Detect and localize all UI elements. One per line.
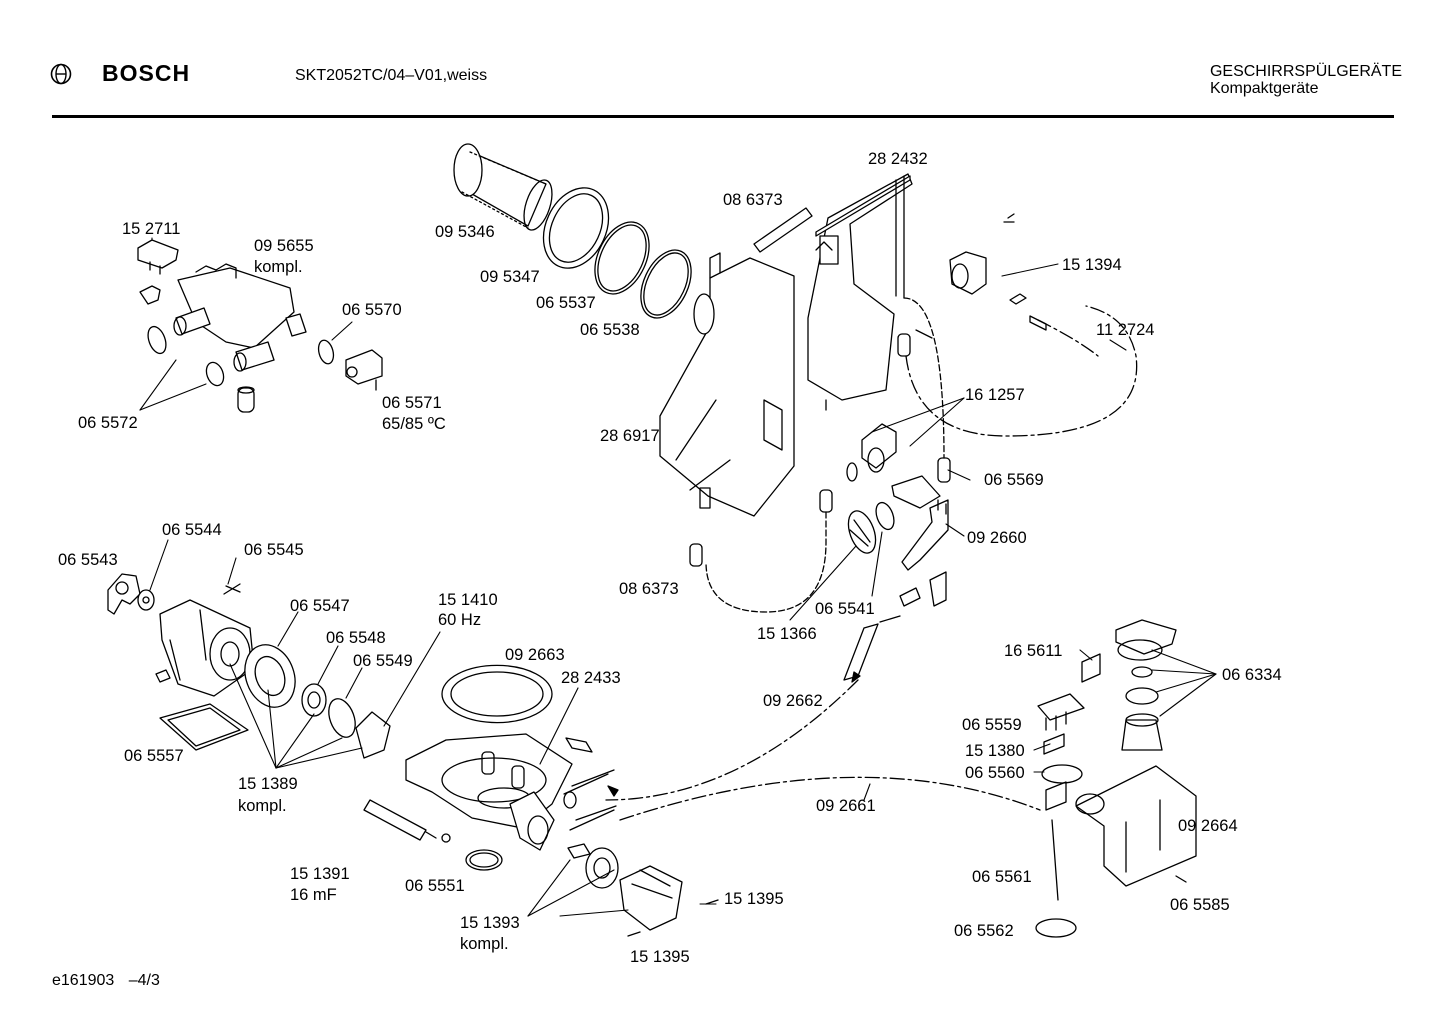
label-282432: 28 2432	[868, 150, 928, 168]
leader-lines-top-left	[139, 237, 353, 411]
label-151394: 15 1394	[1062, 256, 1122, 274]
label-065544: 06 5544	[162, 521, 222, 539]
footer: e161903 –4/3	[52, 972, 160, 990]
label-092660: 09 2660	[967, 529, 1027, 547]
label-065537: 06 5537	[536, 294, 596, 312]
label-065560: 06 5560	[965, 764, 1025, 782]
category-subtitle: Kompaktgeräte	[1209, 80, 1319, 97]
label-286917: 28 6917	[600, 427, 660, 445]
brand-logo: BOSCH	[50, 60, 190, 87]
label-065548: 06 5548	[326, 629, 386, 647]
label-151393-kompl: kompl.	[460, 935, 509, 953]
label-065562: 06 5562	[954, 922, 1014, 940]
leader-lines-sump	[527, 687, 717, 917]
leader-lines-pump	[149, 539, 441, 769]
sump-assembly	[363, 664, 719, 937]
label-151395-right: 15 1395	[724, 890, 784, 908]
label-092663: 09 2663	[505, 646, 565, 664]
label-092662: 09 2662	[763, 692, 823, 710]
detergent-dispenser	[1035, 619, 1197, 938]
label-065543: 06 5543	[58, 551, 118, 569]
label-065572: 06 5572	[78, 414, 138, 432]
label-151389: 15 1389	[238, 775, 298, 793]
brand-name: BOSCH	[102, 60, 191, 86]
model-number: SKT2052TC/04–V01,weiss	[295, 67, 488, 84]
label-065538: 06 5538	[580, 321, 640, 339]
label-065570: 06 5570	[342, 301, 402, 319]
label-065551: 06 5551	[405, 877, 465, 895]
label-092661: 09 2661	[816, 797, 876, 815]
air-break-tank	[659, 252, 795, 517]
label-086373-top: 08 6373	[723, 191, 783, 209]
label-065571: 06 5571	[382, 394, 442, 412]
filter-and-rings	[453, 143, 692, 319]
page-number: –4/3	[128, 972, 160, 989]
valve-and-pump-junction	[846, 213, 1099, 607]
drawing-code: e161903	[52, 972, 115, 989]
label-065547: 06 5547	[290, 597, 350, 615]
label-065559: 06 5559	[962, 716, 1022, 734]
label-151410-freq: 60 Hz	[438, 611, 482, 629]
label-065541: 06 5541	[815, 600, 875, 618]
label-151366: 15 1366	[757, 625, 817, 643]
label-165611: 16 5611	[1004, 642, 1063, 660]
heater-valve-assembly	[137, 239, 383, 413]
label-065571-temp: 65/85 ºC	[382, 415, 446, 433]
label-095655-kompl: kompl.	[254, 258, 303, 276]
header-rule	[52, 115, 1394, 118]
label-065569: 06 5569	[984, 471, 1044, 489]
label-151393: 15 1393	[460, 914, 520, 932]
leader-lines-top	[789, 263, 1127, 621]
dashed-hoses-bottom	[605, 615, 1041, 821]
leader-lines-dispenser	[863, 649, 1217, 801]
label-065545: 06 5545	[244, 541, 304, 559]
label-151391-cap: 16 mF	[290, 886, 337, 904]
pump-motor-assembly	[107, 573, 391, 759]
label-152711: 15 2711	[122, 220, 181, 238]
rinse-tank	[807, 173, 913, 411]
label-065549: 06 5549	[353, 652, 413, 670]
label-066334: 06 6334	[1222, 666, 1282, 684]
hoses-top	[689, 207, 1138, 613]
label-086373-bottom: 08 6373	[619, 580, 679, 598]
label-065557: 06 5557	[124, 747, 184, 765]
label-151389-kompl: kompl.	[238, 797, 287, 815]
label-065561: 06 5561	[972, 868, 1032, 886]
bosch-armature-icon	[50, 63, 72, 84]
category: GESCHIRRSPÜLGERÄTE Kompaktgeräte	[1210, 63, 1402, 97]
label-282433: 28 2433	[561, 669, 621, 687]
label-092664: 09 2664	[1178, 817, 1238, 835]
label-095655: 09 5655	[254, 237, 314, 255]
label-065585: 06 5585	[1170, 896, 1230, 914]
label-112724: 11 2724	[1096, 321, 1155, 339]
label-151410: 15 1410	[438, 591, 498, 609]
label-151391: 15 1391	[290, 865, 350, 883]
label-151380: 15 1380	[965, 742, 1025, 760]
category-title: GESCHIRRSPÜLGERÄTE	[1209, 63, 1402, 80]
label-095346: 09 5346	[435, 223, 495, 241]
label-095347: 09 5347	[480, 268, 540, 286]
label-161257: 16 1257	[965, 386, 1025, 404]
label-151395-bottom: 15 1395	[630, 948, 690, 966]
